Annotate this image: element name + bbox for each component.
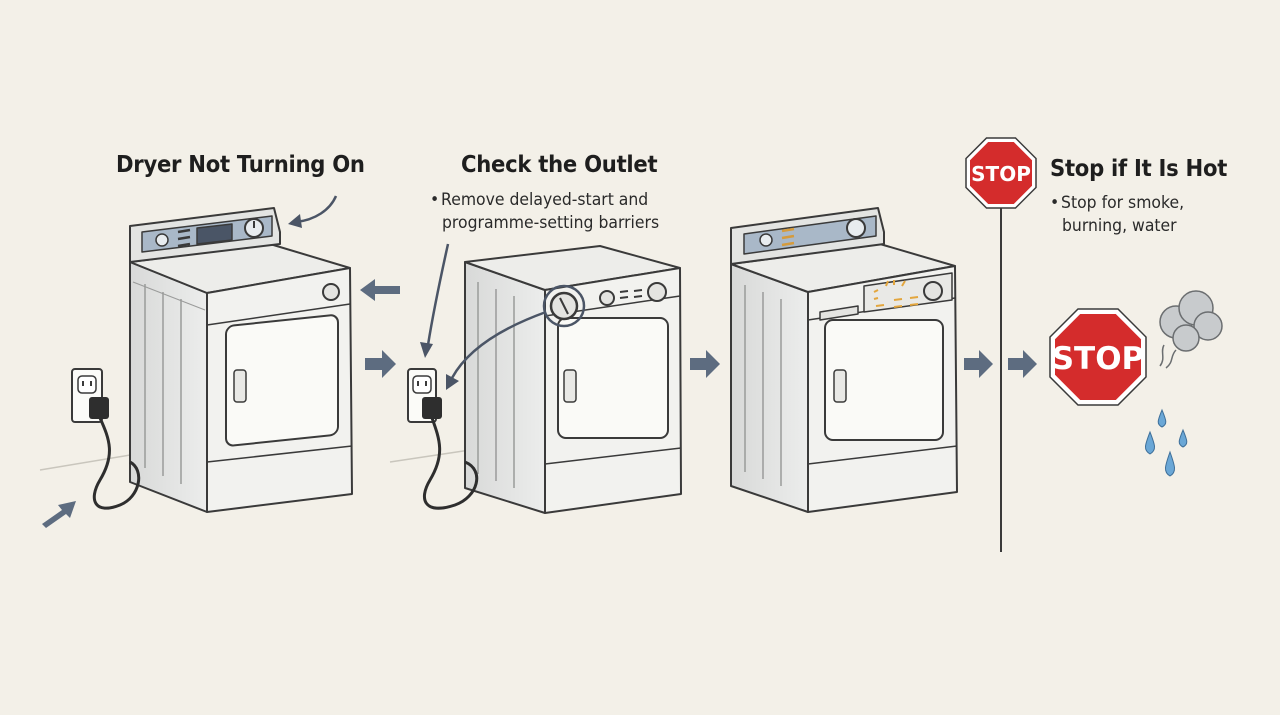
power-cord-icon (422, 397, 479, 510)
highlight-circle (542, 284, 586, 328)
stop-sign-large-label: STOP (1052, 341, 1145, 377)
arrow-icon (288, 195, 338, 228)
stop-sign-icon: STOP (965, 137, 1037, 209)
smoke-icon (1159, 290, 1223, 369)
water-drop-icon (1145, 408, 1188, 477)
step-2-bullet-line-1: •Remove delayed-start and (430, 190, 649, 210)
indicator-lights (873, 280, 919, 308)
step-2-title: Check the Outlet (461, 152, 658, 178)
arrow-icon (690, 350, 720, 378)
step-1-title: Dryer Not Turning On (116, 152, 365, 178)
arrow-icon (1008, 350, 1037, 378)
dryer-icon (464, 245, 682, 514)
stop-sign-icon: STOP (1049, 308, 1147, 406)
step-3-bullet-line-1: •Stop for smoke, (1050, 193, 1185, 213)
dryer-icon (129, 207, 353, 513)
step-3-title: Stop if It Is Hot (1050, 156, 1228, 182)
step-2-bullet-line-2: programme-setting barriers (442, 213, 660, 233)
arrow-icon (964, 350, 993, 378)
arrow-icon (42, 501, 76, 528)
power-cord-icon (89, 397, 141, 510)
arrow-icon (446, 310, 547, 390)
arrow-icon (365, 350, 396, 378)
step-3-bullet-line-2: burning, water (1062, 216, 1177, 236)
dryer-icon (730, 207, 958, 513)
stop-sign-small-label: STOP (971, 162, 1031, 186)
arrow-icon (360, 279, 400, 301)
arrow-icon (420, 243, 450, 358)
floor-lines (39, 449, 471, 471)
